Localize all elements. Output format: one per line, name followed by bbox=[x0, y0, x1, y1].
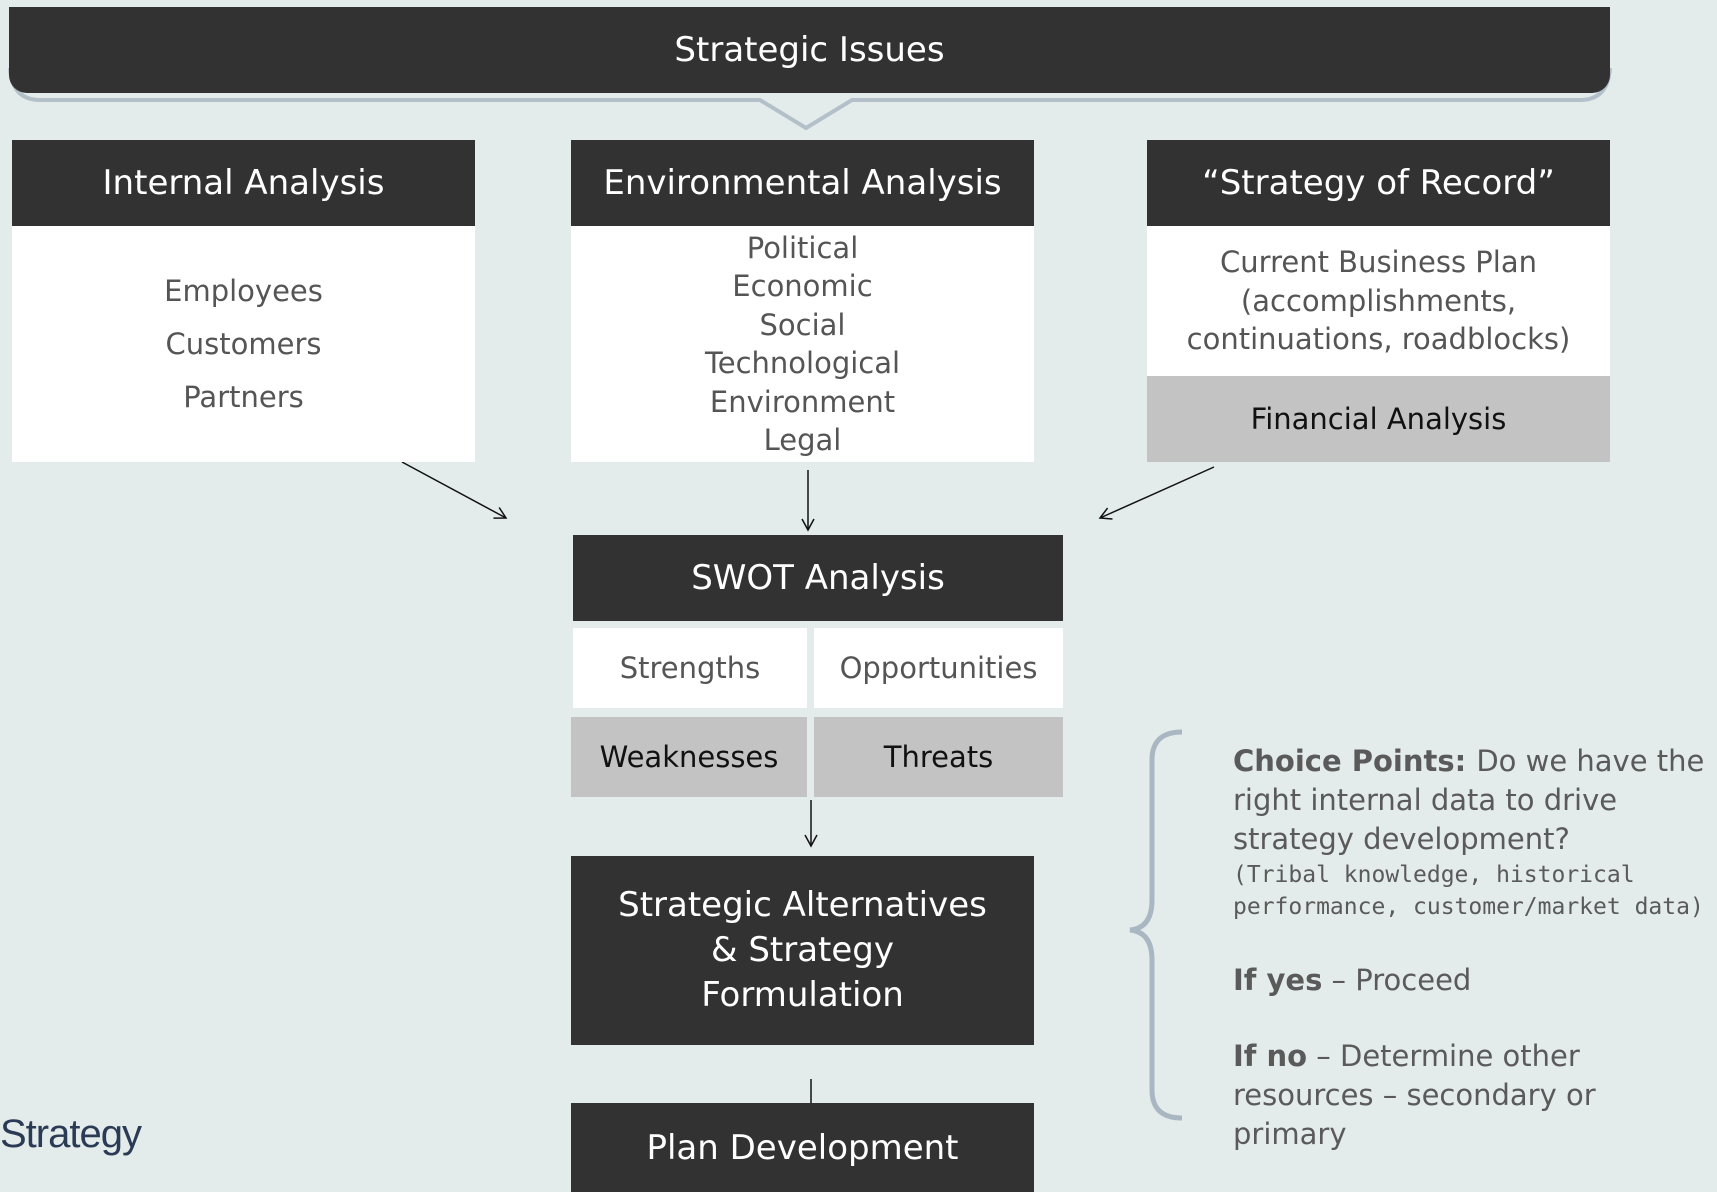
alternatives-line-1: Strategic Alternatives bbox=[618, 885, 987, 925]
env-item-economic: Economic bbox=[732, 269, 873, 303]
alternatives-line-2: & Strategy bbox=[711, 930, 894, 970]
environmental-analysis-body: Political Economic Social Technological … bbox=[571, 226, 1034, 462]
strategic-issues-label: Strategic Issues bbox=[674, 30, 945, 70]
internal-analysis-title: Internal Analysis bbox=[102, 163, 385, 203]
company-logo-text: Strategy bbox=[0, 1112, 142, 1156]
choice-no-label: If no bbox=[1233, 1039, 1308, 1073]
swot-opportunities-label: Opportunities bbox=[839, 651, 1038, 685]
env-item-environment: Environment bbox=[709, 384, 896, 419]
environmental-analysis-header: Environmental Analysis bbox=[571, 140, 1034, 226]
choice-question-line-1: Do we have the bbox=[1476, 744, 1705, 778]
swot-header: SWOT Analysis bbox=[573, 535, 1063, 621]
record-line-3: continuations, roadblocks) bbox=[1186, 322, 1571, 357]
strategic-alternatives-box: Strategic Alternatives & Strategy Formul… bbox=[571, 856, 1034, 1045]
internal-analysis-header: Internal Analysis bbox=[12, 140, 475, 226]
internal-item-partners: Partners bbox=[183, 379, 304, 414]
company-logo: Strategy bbox=[0, 1112, 142, 1157]
choice-yes-label: If yes bbox=[1233, 963, 1323, 997]
env-item-legal: Legal bbox=[763, 423, 842, 457]
swot-threats: Threats bbox=[814, 717, 1063, 797]
arrow-record-to-swot bbox=[1098, 466, 1215, 520]
environmental-analysis-title: Environmental Analysis bbox=[603, 163, 1002, 203]
strategy-of-record-title: “Strategy of Record” bbox=[1202, 163, 1555, 203]
choice-note-line-2: performance, customer/market data) bbox=[1233, 894, 1704, 920]
internal-item-customers: Customers bbox=[165, 326, 322, 361]
choice-no-text: – Determine other bbox=[1307, 1039, 1580, 1073]
choice-heading: Choice Points: bbox=[1233, 744, 1477, 778]
choice-question: Choice Points: Do we have the right inte… bbox=[1233, 742, 1717, 859]
plan-development-label: Plan Development bbox=[646, 1127, 959, 1168]
internal-item-employees: Employees bbox=[164, 273, 323, 308]
strategic-issues-banner: Strategic Issues bbox=[9, 7, 1610, 93]
swot-opportunities: Opportunities bbox=[814, 628, 1063, 708]
choice-question-line-2: right internal data to drive bbox=[1233, 783, 1618, 817]
arrow-internal-to-swot bbox=[401, 461, 508, 519]
plan-development-box: Plan Development bbox=[571, 1103, 1034, 1192]
financial-analysis-label: Financial Analysis bbox=[1250, 402, 1507, 436]
record-line-1: Current Business Plan bbox=[1220, 245, 1537, 280]
strategy-of-record-header: “Strategy of Record” bbox=[1147, 140, 1610, 226]
swot-weaknesses: Weaknesses bbox=[571, 717, 807, 797]
choice-no: If no – Determine other resources – seco… bbox=[1233, 1037, 1717, 1154]
env-item-social: Social bbox=[759, 307, 846, 342]
swot-strengths-label: Strengths bbox=[619, 651, 761, 685]
swot-title: SWOT Analysis bbox=[691, 558, 945, 598]
choice-points-text: Choice Points: Do we have the right inte… bbox=[1233, 742, 1717, 1154]
alternatives-line-3: Formulation bbox=[701, 975, 904, 1015]
record-line-2: (accomplishments, bbox=[1240, 283, 1517, 318]
choice-note: (Tribal knowledge, historical performanc… bbox=[1233, 859, 1717, 923]
choice-question-line-3: strategy development? bbox=[1233, 822, 1570, 856]
curly-brace bbox=[1129, 729, 1183, 1121]
financial-analysis-box: Financial Analysis bbox=[1147, 376, 1610, 462]
env-item-technological: Technological bbox=[704, 346, 901, 380]
strategy-of-record-body: Current Business Plan (accomplishments, … bbox=[1147, 226, 1610, 376]
swot-threats-label: Threats bbox=[883, 740, 994, 774]
choice-note-line-1: (Tribal knowledge, historical bbox=[1233, 862, 1635, 888]
env-item-political: Political bbox=[746, 230, 859, 265]
swot-strengths: Strengths bbox=[573, 628, 807, 708]
choice-no-text-2: resources – secondary or primary bbox=[1233, 1078, 1596, 1151]
choice-yes-text: – Proceed bbox=[1322, 963, 1472, 997]
swot-weaknesses-label: Weaknesses bbox=[599, 740, 779, 774]
internal-analysis-body: Employees Customers Partners bbox=[12, 226, 475, 462]
choice-yes: If yes – Proceed bbox=[1233, 961, 1717, 1000]
